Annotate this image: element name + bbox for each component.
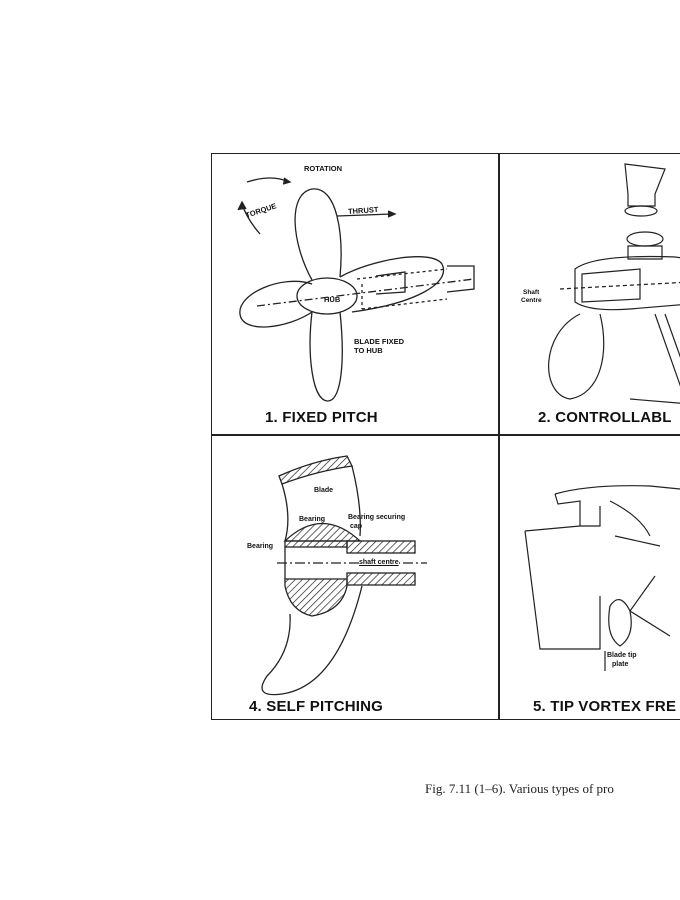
fixed-pitch-propeller-drawing — [237, 177, 475, 402]
panel-fixed-pitch: ROTATION TORQUE THRUST HUB BLADE FIXED T… — [212, 154, 498, 434]
label-bearing-securing: Bearing securing — [348, 514, 406, 521]
label-cap: cap — [350, 523, 363, 530]
figure-caption: Fig. 7.11 (1–6). Various types of pro — [425, 781, 614, 796]
panel-title: 2. CONTROLLABL — [538, 409, 672, 426]
panel-controllable-pitch: Shaft Centre 2. CONTROLLABL — [500, 154, 680, 434]
label-centre: Centre — [521, 297, 542, 304]
label-shaft: Shaft — [523, 289, 540, 296]
controllable-pitch-propeller-drawing — [548, 163, 680, 404]
divider-vertical — [498, 154, 500, 719]
label-bearing-left: Bearing — [247, 543, 274, 550]
tip-vortex-free-propeller-drawing — [524, 485, 680, 671]
divider-horizontal — [212, 434, 680, 436]
figure-grid: ROTATION TORQUE THRUST HUB BLADE FIXED T… — [211, 153, 680, 720]
label-hub: HUB — [324, 295, 341, 304]
label-blade-fixed-2: TO HUB — [354, 346, 383, 355]
panel-title: 1. FIXED PITCH — [265, 409, 378, 426]
self-pitching-propeller-drawing — [261, 455, 427, 696]
label-blade-tip: Blade tip — [607, 652, 637, 659]
label-plate: plate — [612, 661, 629, 668]
label-blade-fixed-1: BLADE FIXED — [354, 337, 405, 346]
panel-title: 4. SELF PITCHING — [249, 698, 384, 715]
panel-title: 5. TIP VORTEX FRE — [533, 698, 677, 715]
label-rotation: ROTATION — [304, 164, 343, 173]
panel-tip-vortex-free: Blade tip plate 5. TIP VORTEX FRE — [500, 436, 680, 721]
label-shaft-centre: shaft centre — [359, 558, 399, 567]
label-bearing-top: Bearing — [299, 516, 326, 523]
label-blade: Blade — [314, 487, 334, 494]
panel-self-pitching: Blade Bearing Bearing securing cap Beari… — [212, 436, 498, 721]
